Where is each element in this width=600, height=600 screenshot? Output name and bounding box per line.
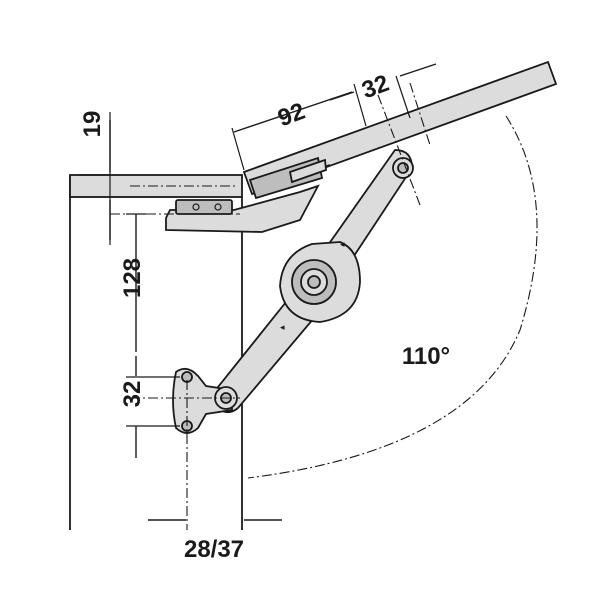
dimension-128-label: 128: [119, 258, 146, 298]
opening-angle-arc: [247, 115, 538, 479]
dimension-92-label: 92: [274, 98, 308, 133]
dimension-19: 19: [78, 111, 111, 245]
dimension-28-37: 28/37: [148, 519, 282, 563]
svg-text:◂: ◂: [280, 322, 285, 332]
svg-text:◂: ◂: [340, 239, 345, 249]
opening-angle-label: 110°: [402, 343, 450, 370]
dimension-28-37-label: 28/37: [184, 536, 244, 563]
dimension-32-vertical: 32: [119, 356, 180, 458]
lid-stay-arm: ◂ ◂: [213, 149, 414, 414]
hinge-bracket: [165, 184, 320, 233]
dimension-32-vertical-label: 32: [119, 381, 146, 408]
dimension-128: 128: [119, 213, 146, 352]
dimension-32-angled-label: 32: [358, 70, 392, 105]
lid-mounting-plate: [248, 156, 327, 200]
cabinet-top-panel: [69, 174, 243, 198]
center-lines: [110, 82, 431, 530]
dimension-19-label: 19: [79, 111, 106, 138]
